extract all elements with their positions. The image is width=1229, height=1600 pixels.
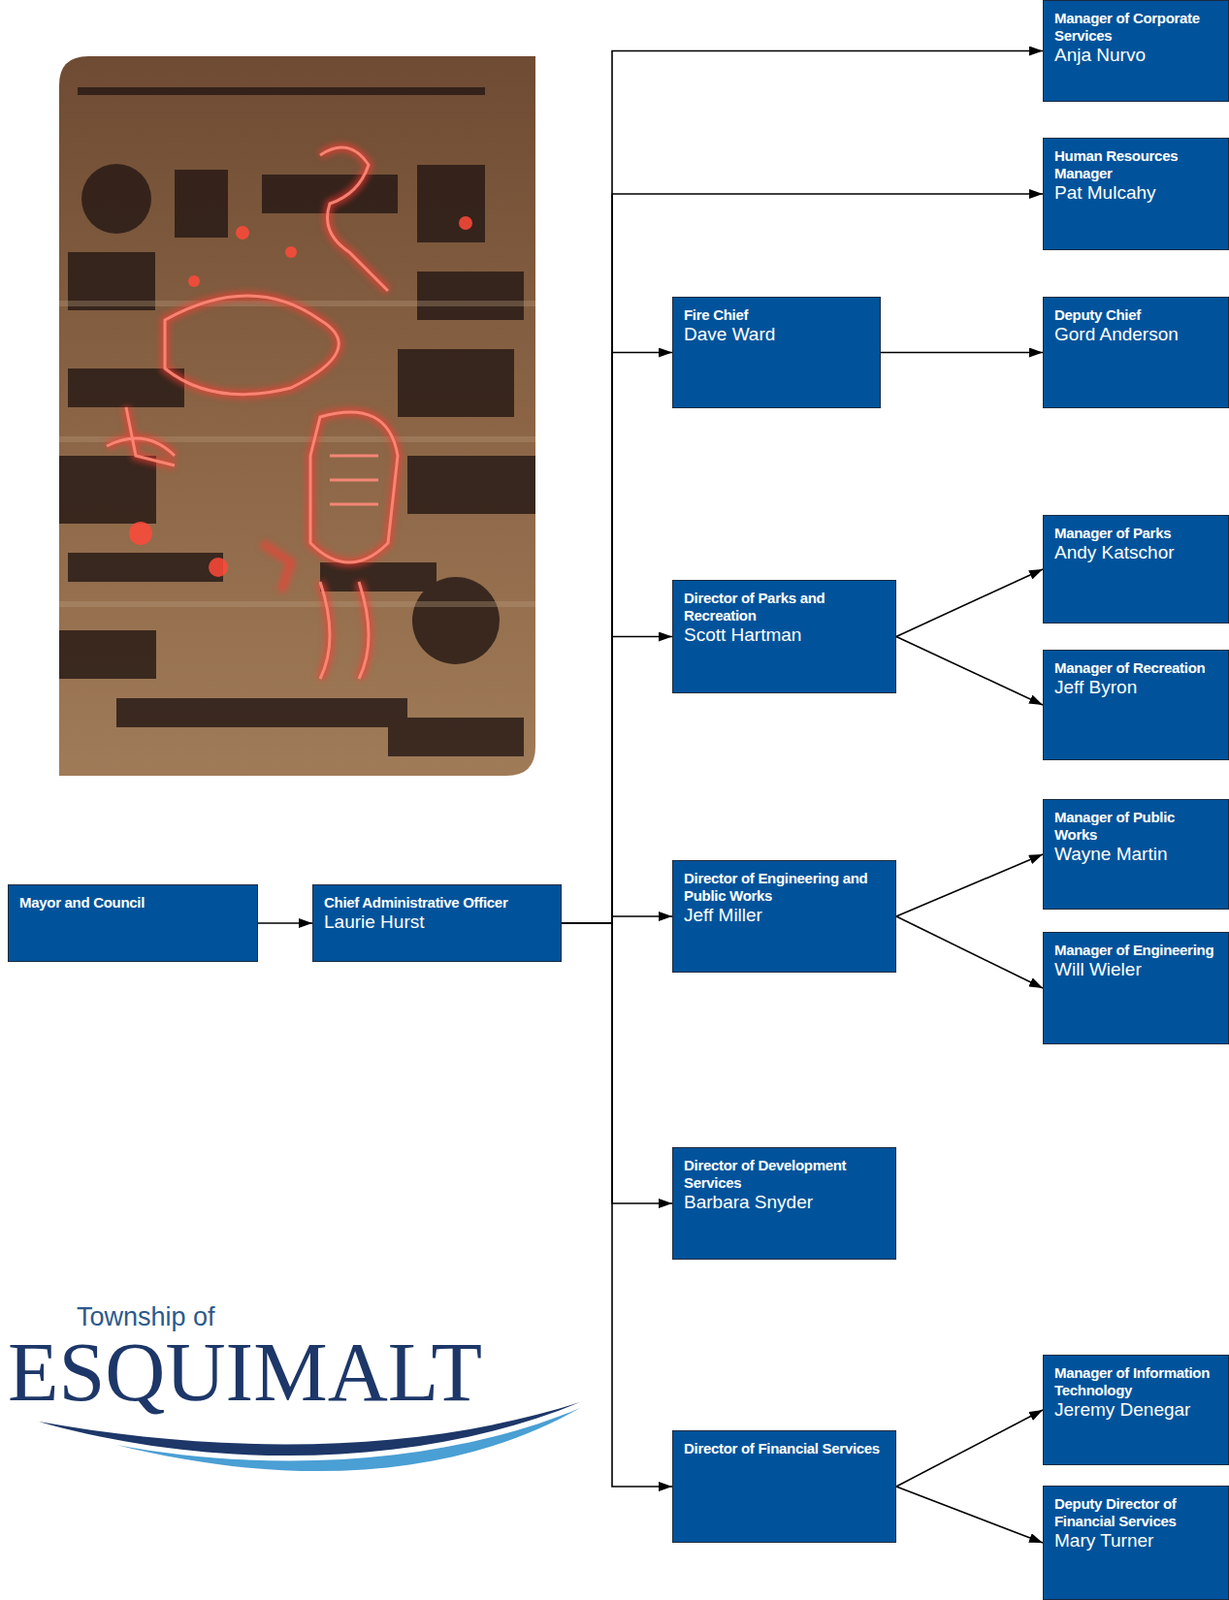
role-box: Director of Financial Services xyxy=(672,1430,897,1544)
logo-wordmark: ESQUIMALT xyxy=(7,1330,483,1415)
reporting-arrow xyxy=(896,854,1043,917)
person-name: Will Wieler xyxy=(1054,959,1221,982)
person-name: Laurie Hurst xyxy=(323,911,553,935)
mural-photo xyxy=(59,56,536,777)
role-title: Manager of Public Works xyxy=(1054,808,1221,844)
role-box: Fire ChiefDave Ward xyxy=(672,296,881,409)
person-name: Gord Anderson xyxy=(1054,323,1221,347)
role-box: Manager of Public WorksWayne Martin xyxy=(1042,799,1229,910)
reporting-arrow xyxy=(561,194,1043,924)
reporting-arrow xyxy=(561,637,673,925)
role-title: Director of Development Services xyxy=(683,1157,888,1193)
person-name: Barbara Snyder xyxy=(683,1192,888,1215)
reporting-arrow xyxy=(561,51,1043,925)
reporting-arrow xyxy=(561,923,673,1488)
reporting-arrow xyxy=(880,352,1043,355)
role-box: Chief Administrative OfficerLaurie Hurst xyxy=(312,884,562,963)
reporting-arrow xyxy=(561,916,673,924)
role-title: Manager of Parks xyxy=(1054,524,1221,543)
role-title: Human Resources Manager xyxy=(1054,147,1221,183)
person-name: Jeff Miller xyxy=(683,905,888,928)
role-box: Manager of ParksAndy Katschor xyxy=(1042,515,1229,624)
role-title: Director of Financial Services xyxy=(683,1440,888,1458)
reporting-arrow xyxy=(258,922,313,925)
role-box: Director of Parks and RecreationScott Ha… xyxy=(672,580,897,694)
person-name: Scott Hartman xyxy=(683,624,888,647)
person-name: Anja Nurvo xyxy=(1054,44,1221,67)
role-title: Director of Engineering and Public Works xyxy=(683,870,888,906)
person-name: Wayne Martin xyxy=(1054,843,1221,867)
role-box: Director of Engineering and Public Works… xyxy=(672,860,897,973)
role-box: Manager of EngineeringWill Wieler xyxy=(1042,932,1229,1045)
role-title: Deputy Director of Financial Services xyxy=(1054,1495,1221,1531)
person-name: Jeremy Denegar xyxy=(1054,1399,1221,1423)
role-box: Manager of Information TechnologyJeremy … xyxy=(1042,1355,1229,1466)
person-name: Jeff Byron xyxy=(1054,677,1221,700)
role-box: Deputy Director of Financial ServicesMar… xyxy=(1042,1486,1229,1600)
role-box: Manager of RecreationJeff Byron xyxy=(1042,649,1229,761)
reporting-arrow xyxy=(896,916,1043,989)
role-title: Deputy Chief xyxy=(1054,306,1221,324)
reporting-arrow xyxy=(561,923,673,1204)
reporting-arrow xyxy=(561,353,673,925)
role-title: Manager of Information Technology xyxy=(1054,1364,1221,1400)
role-title: Mayor and Council xyxy=(19,894,250,912)
person-name: Andy Katschor xyxy=(1054,542,1221,565)
role-box: Human Resources ManagerPat Mulcahy xyxy=(1042,137,1229,251)
role-title: Director of Parks and Recreation xyxy=(683,589,888,625)
role-title: Manager of Recreation xyxy=(1054,659,1221,678)
role-box: Director of Development ServicesBarbara … xyxy=(672,1147,897,1261)
reporting-arrow xyxy=(896,1487,1043,1544)
person-name: Pat Mulcahy xyxy=(1054,182,1221,205)
role-box: Deputy ChiefGord Anderson xyxy=(1042,296,1229,409)
role-title: Manager of Corporate Services xyxy=(1054,9,1221,45)
reporting-arrow xyxy=(896,569,1043,638)
role-title: Manager of Engineering xyxy=(1054,941,1221,960)
role-box: Mayor and Council xyxy=(7,884,259,963)
person-name: Dave Ward xyxy=(683,323,873,347)
role-box: Manager of Corporate ServicesAnja Nurvo xyxy=(1042,0,1229,102)
person-name: Mary Turner xyxy=(1054,1530,1221,1553)
logo-township: Township of xyxy=(76,1302,216,1333)
reporting-arrow xyxy=(896,1410,1043,1488)
reporting-arrow xyxy=(896,637,1043,707)
role-title: Chief Administrative Officer xyxy=(323,894,553,912)
role-title: Fire Chief xyxy=(683,306,873,324)
